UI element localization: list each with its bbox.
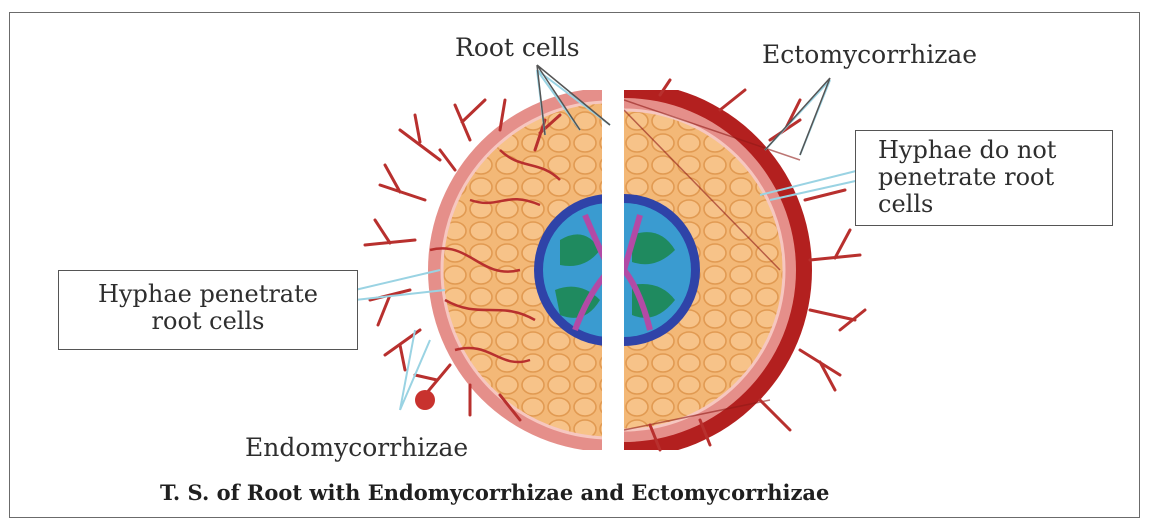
label-line: Hyphae penetrate [59,281,357,308]
label-line: penetrate root [878,164,1112,191]
label-ectomycorrhizae: Ectomycorrhizae [762,40,977,69]
label-line: root cells [59,308,357,335]
label-line: Hyphae do not [878,137,1112,164]
label-box-hyphae-penetrate: Hyphae penetrate root cells [58,270,358,350]
label-endomycorrhizae: Endomycorrhizae [245,433,468,462]
label-box-hyphae-not-penetrate: Hyphae do not penetrate root cells [855,130,1113,226]
label-line: cells [878,191,1112,218]
figure-caption: T. S. of Root with Endomycorrhizae and E… [160,480,829,505]
label-root-cells: Root cells [455,33,580,62]
spore-vesicle [415,390,435,410]
